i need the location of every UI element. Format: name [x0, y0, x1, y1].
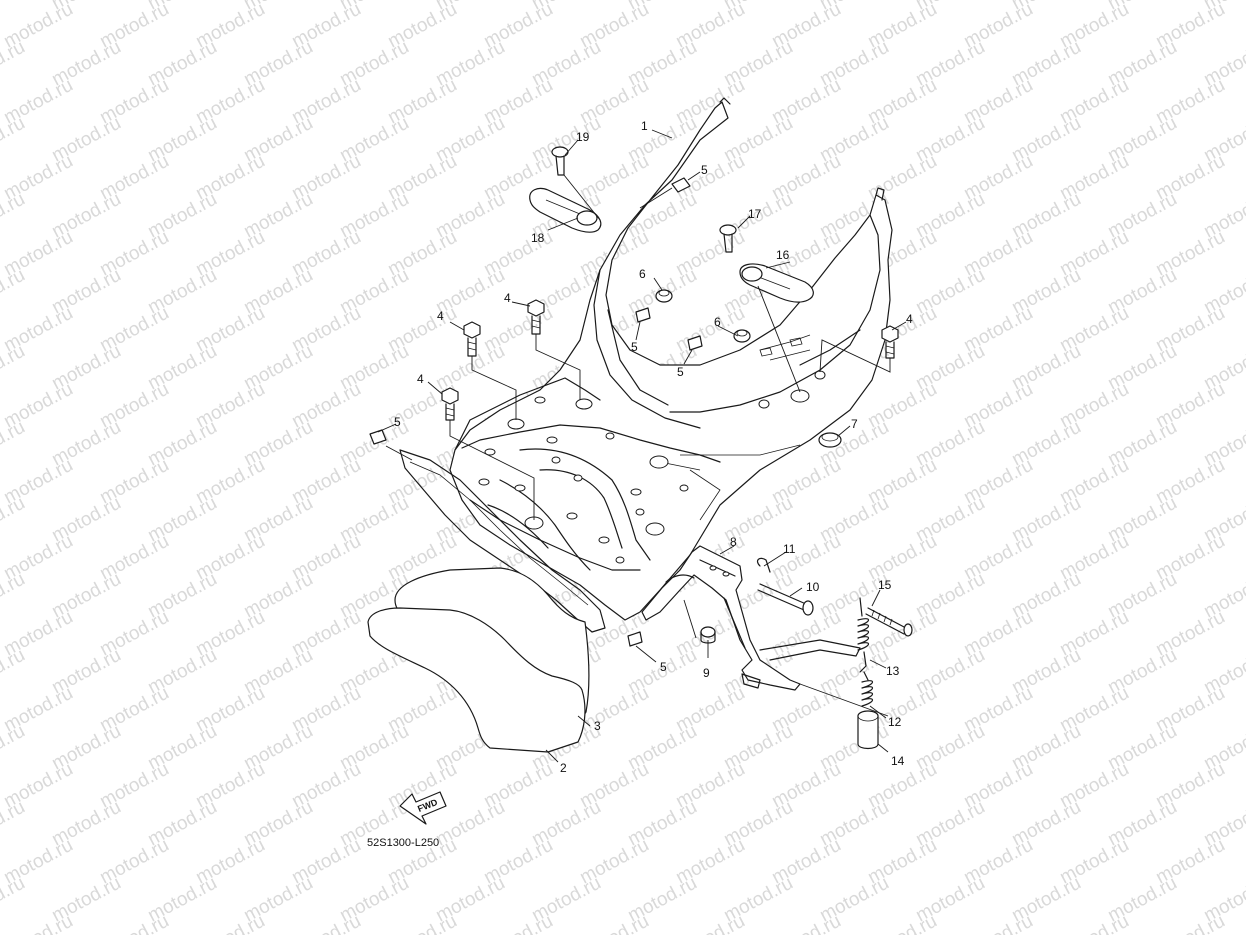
grommet-6-a	[655, 289, 673, 303]
callout-15: 15	[878, 578, 892, 592]
grommet-6-b	[733, 329, 751, 343]
callout-18: 18	[531, 231, 545, 245]
callout-5-d: 5	[394, 415, 401, 429]
watermark-text: motod.ru	[1056, 911, 1132, 935]
watermark-text: motod.ru	[192, 911, 268, 935]
screw-17	[719, 224, 737, 253]
callout-labels: 1 2 3 4 4 4 4 5 5 5 5 5 6 6 7 8 9 10 11 …	[394, 119, 913, 775]
callout-16: 16	[776, 248, 790, 262]
board-holes	[478, 370, 826, 564]
callout-4-a: 4	[504, 291, 511, 305]
callout-12: 12	[888, 715, 902, 729]
clips-5	[369, 177, 703, 647]
mat-2	[367, 607, 586, 753]
callout-4-b: 4	[437, 309, 444, 323]
watermark-text: motod.ru	[288, 911, 364, 935]
callout-2: 2	[560, 761, 567, 775]
callout-6-b: 6	[714, 315, 721, 329]
watermark-text: motod.ru	[864, 911, 940, 935]
callout-5-e: 5	[660, 660, 667, 674]
watermark-text: motod.ru	[1152, 911, 1228, 935]
callout-11: 11	[783, 542, 796, 556]
bolt-4-c	[441, 387, 459, 421]
callout-19: 19	[576, 130, 590, 144]
callout-6-a: 6	[639, 267, 646, 281]
callout-4-c: 4	[417, 372, 424, 386]
callout-7: 7	[851, 417, 858, 431]
bolt-4-b	[527, 299, 545, 335]
watermark-text: motod.ru	[0, 911, 76, 935]
shaft-10	[757, 583, 814, 616]
callout-3: 3	[594, 719, 601, 733]
watermark-text: motod.ru	[480, 911, 556, 935]
callout-5-a: 5	[701, 163, 708, 177]
callout-17: 17	[748, 207, 762, 221]
diagram-code: 52S1300-L250	[367, 837, 439, 849]
spring-12	[861, 671, 874, 707]
watermark-text: motod.ru	[672, 911, 748, 935]
callout-5-c: 5	[677, 365, 684, 379]
clip-11	[756, 557, 771, 573]
footrest-16	[739, 263, 814, 303]
bolt-4-d	[881, 325, 899, 359]
callout-4-d: 4	[906, 312, 913, 326]
watermark-text: motod.ru	[0, 0, 29, 14]
bolt-15	[865, 607, 913, 637]
leader-lines	[377, 129, 907, 763]
side-cover	[399, 449, 606, 633]
watermark-text: motod.ru	[384, 911, 460, 935]
watermark-text: motod.ru	[576, 911, 652, 935]
callout-5-b: 5	[631, 340, 638, 354]
watermark-text: motod.ru	[768, 911, 844, 935]
spring-13	[857, 597, 870, 673]
callout-8: 8	[730, 535, 737, 549]
watermark-text: motod.ru	[960, 911, 1036, 935]
callout-10: 10	[806, 580, 820, 594]
callout-1: 1	[641, 119, 648, 133]
footrest-board	[449, 97, 893, 621]
callout-14: 14	[891, 754, 905, 768]
main-stand	[641, 545, 861, 691]
plug-7	[818, 432, 842, 448]
callout-13: 13	[886, 664, 900, 678]
collar-14	[857, 710, 879, 750]
callout-9: 9	[703, 666, 710, 680]
watermark-text: motod.ru	[96, 911, 172, 935]
fwd-arrow-icon: FWD	[399, 791, 447, 825]
screw-19	[551, 146, 569, 176]
